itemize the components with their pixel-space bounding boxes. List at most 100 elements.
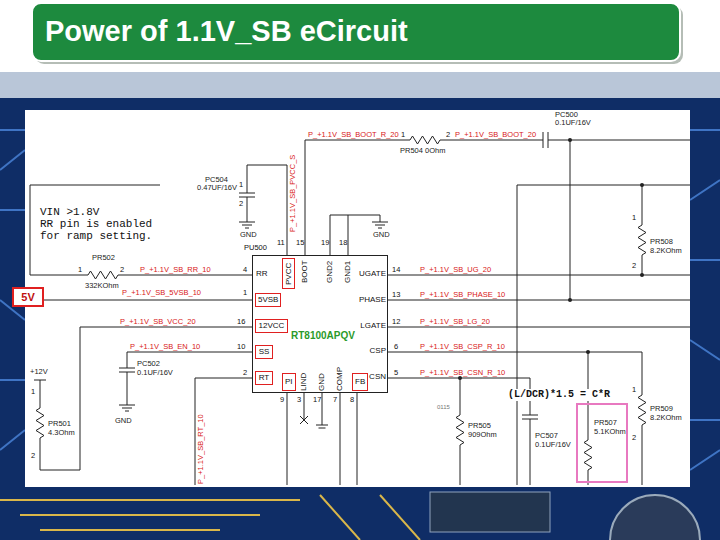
pin-name: LIND (300, 373, 308, 391)
pin-highlight-box: 12VCC (255, 319, 288, 333)
pin-highlight-box: PVCC (282, 258, 295, 289)
part-label: 0Ohm (425, 147, 445, 155)
net-label: P_+1.1V_SB_VCC_20 (120, 318, 196, 326)
pin-number: 2 (120, 266, 124, 274)
pin-name: GND (318, 373, 326, 391)
part-label: PR508 (650, 238, 673, 246)
pin-number: 15 (296, 239, 304, 247)
pin-number: 6 (394, 343, 398, 351)
pin-number: 18 (339, 239, 347, 247)
junction-dot (568, 138, 572, 142)
chip-name: RT8100APQV (291, 330, 355, 341)
pin-name: RT (259, 374, 270, 382)
pin-number: 8 (350, 396, 354, 404)
part-label: GND (240, 231, 257, 239)
part-label: 0.1UF/16V (555, 119, 591, 127)
part-label: PR502 (92, 254, 115, 262)
pin-name: PI (285, 378, 293, 386)
wire-connector (44, 300, 255, 301)
pin-name: PVCC (285, 262, 293, 284)
resistor-symbol (456, 378, 464, 485)
pin-number: 4 (243, 266, 247, 274)
part-label: 332KOhm (85, 282, 119, 290)
resistor-symbol (34, 327, 252, 470)
pin-name: CSP (370, 347, 386, 355)
wire (517, 185, 690, 485)
pin-highlight-box: RT (255, 371, 273, 385)
pin-name: FB (355, 378, 365, 386)
part-label: PC500 (555, 111, 578, 119)
net-label: P_+1.1V_SB_UG_20 (420, 266, 491, 274)
part-label: PC504 (205, 176, 228, 184)
wire (287, 393, 357, 485)
voltage-box: 5V (12, 287, 44, 307)
net-label: P_+1.1V_SB_BOOT_20 (455, 131, 536, 139)
chip-ref: PU500 (244, 244, 267, 252)
pin-name: GND2 (326, 261, 334, 283)
wire (195, 378, 252, 485)
pin-name: RR (256, 270, 268, 278)
part-label: 0.1UF/16V (535, 441, 571, 449)
pin-number: 16 (237, 318, 245, 326)
pin-number: 11 (277, 239, 285, 247)
part-label: PR507 (594, 419, 617, 427)
pin-number: 2 (632, 434, 636, 442)
net-label: P_+1.1V_SB_RT_10 (197, 414, 205, 484)
slide-title: Power of 1.1V_SB eCircuit (45, 14, 408, 48)
part-label: PR501 (48, 420, 71, 428)
net-label: P_+1.1V_SB_LG_20 (420, 318, 490, 326)
part-label: PR504 (400, 147, 423, 155)
no-connect-mark (300, 416, 308, 424)
highlight-box: PR5075.1KOhm (576, 403, 628, 483)
net-label: P_+1.1V_SB_PVCC_S (289, 155, 297, 232)
pin-name: 5VSB (258, 296, 278, 304)
part-label: PC507 (535, 432, 558, 440)
capacitor-symbol (119, 352, 252, 411)
pin-name: COMP (336, 367, 344, 391)
part-label: 8.2KOhm (650, 414, 682, 422)
pin-number: 14 (392, 266, 400, 274)
part-label: PC502 (137, 360, 160, 368)
net-label: P_+1.1V_SB_CSN_R_10 (420, 369, 505, 377)
pin-number: 1 (31, 388, 35, 396)
pin-highlight-box: SS (255, 345, 273, 359)
part-label: PR505 (468, 422, 491, 430)
pin-number: 1 (632, 214, 636, 222)
board-trace (0, 495, 420, 540)
pin-number: 3 (297, 396, 301, 404)
resistor-symbol (638, 185, 646, 275)
junction-dot (640, 183, 644, 187)
note-text: RR pin is enabled (40, 218, 152, 230)
part-label: 4.3Ohm (48, 429, 75, 437)
part-label: GND (115, 417, 132, 425)
schematic-panel (25, 110, 690, 487)
formula-text: (L/DCR)*1.5 = C*R (507, 389, 611, 401)
pin-number: 2 (239, 200, 243, 208)
pin-number: 5 (394, 369, 398, 377)
junction-dot (640, 273, 644, 277)
pin-name: GND1 (344, 261, 352, 283)
pin-name: SS (259, 348, 270, 356)
pin-number: 1 (239, 181, 243, 189)
pin-number: 1 (243, 289, 247, 297)
part-label: 8.2KOhm (650, 247, 682, 255)
junction-dot (586, 350, 590, 354)
pin-number: 1 (632, 386, 636, 394)
pin-number: 10 (237, 343, 245, 351)
wire (239, 165, 287, 255)
voltage-label: 5V (21, 291, 34, 303)
pin-number: 1 (401, 131, 405, 139)
pin-number: 2 (446, 131, 450, 139)
pin-name: PHASE (359, 296, 386, 304)
pin-number: 12 (392, 318, 400, 326)
pin-name: BOOT (301, 260, 309, 283)
part-label: +12V (30, 368, 48, 376)
note-text: VIN >1.8V (40, 206, 99, 218)
title-bar (32, 3, 680, 61)
pin-name: 12VCC (259, 322, 285, 330)
pin-highlight-box: 5VSB (255, 293, 281, 307)
resistor-symbol (388, 352, 646, 485)
pin-number: 7 (333, 396, 337, 404)
pin-highlight-box: PI (282, 373, 296, 391)
